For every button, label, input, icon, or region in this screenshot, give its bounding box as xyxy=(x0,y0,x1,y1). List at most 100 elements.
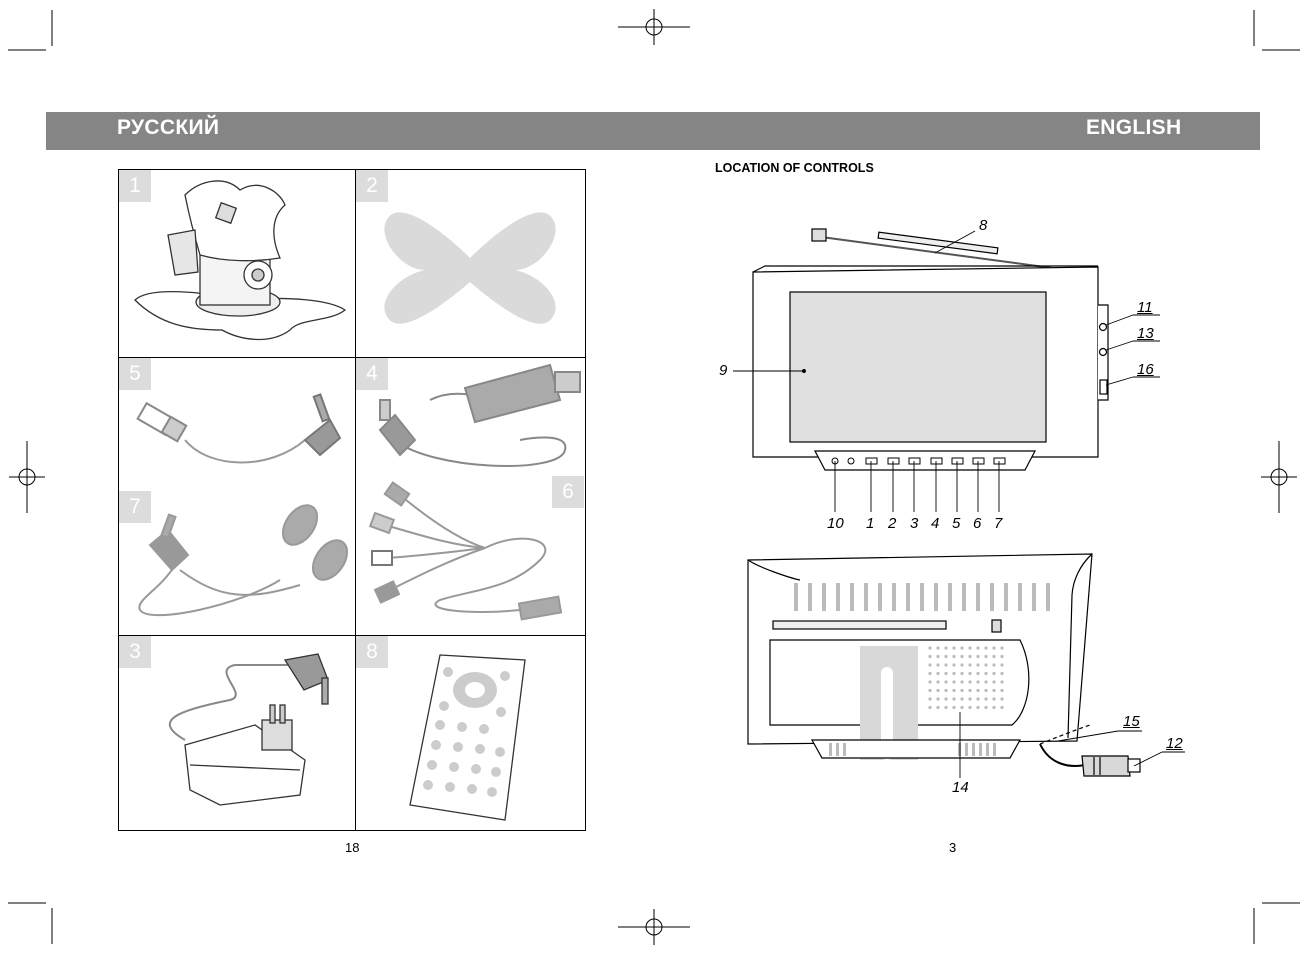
speaker-grille-dot xyxy=(936,705,940,710)
speaker-grille-dot xyxy=(944,646,948,650)
car-adapter-icon xyxy=(378,363,581,467)
accessory-grid xyxy=(118,169,586,831)
speaker-grille-dot xyxy=(928,654,932,659)
speaker-grille-dot xyxy=(960,654,964,659)
speaker-grille-dot xyxy=(1000,680,1004,684)
speaker-grille-dot xyxy=(968,654,972,659)
cell-number-remote-control: 8 xyxy=(356,636,388,668)
speaker-grille-dot xyxy=(984,654,988,659)
speaker-grille-dot xyxy=(944,680,948,684)
speaker-grille-dot xyxy=(944,663,948,667)
cell-number-car-adapter: 4 xyxy=(356,358,388,390)
speaker-grille-dot xyxy=(928,680,932,684)
speaker-grille-dot xyxy=(952,697,956,701)
speaker-grille-dot xyxy=(952,688,956,693)
speaker-grille-dot xyxy=(1000,654,1004,659)
callout-button-7: 7 xyxy=(994,515,1003,532)
speaker-grille-dot xyxy=(944,705,948,710)
speaker-grille-dot xyxy=(952,663,956,667)
speaker-grille-dot xyxy=(944,697,948,701)
speaker-grille-dot xyxy=(984,697,988,701)
remote-control-icon xyxy=(409,654,526,821)
speaker-grille-dot xyxy=(976,697,980,701)
speaker-grille-dot xyxy=(944,671,948,676)
speaker-grille-dot xyxy=(944,654,948,659)
speaker-grille-dot xyxy=(928,671,932,676)
speaker-grille-dot xyxy=(960,671,964,676)
speaker-grille-dot xyxy=(992,705,996,710)
speaker-grille-dot xyxy=(1000,671,1004,676)
speaker-grille-dot xyxy=(952,680,956,684)
speaker-grille-dot xyxy=(952,705,956,710)
adhesive-pad-icon xyxy=(384,212,556,324)
speaker-grille-dot xyxy=(960,705,964,710)
right-page-number: 3 xyxy=(949,840,957,855)
speaker-grille-dot xyxy=(1000,663,1004,667)
callout-button-6: 6 xyxy=(973,515,982,532)
callout-screen: 9 xyxy=(719,362,728,379)
speaker-grille-dot xyxy=(944,688,948,693)
speaker-grille-dot xyxy=(984,671,988,676)
rear-vents xyxy=(794,583,1050,756)
callout-button-1: 1 xyxy=(866,515,875,532)
speaker-grille-dot xyxy=(936,697,940,701)
speaker-grille-dot xyxy=(968,688,972,693)
speaker-grille-dot xyxy=(936,688,940,693)
callout-button-4: 4 xyxy=(931,515,940,532)
speaker-grille-dot xyxy=(984,663,988,667)
language-header-bar xyxy=(46,112,1260,150)
speaker-grille-dot xyxy=(976,705,980,710)
front-leader-lines xyxy=(733,230,1160,512)
ac-adapter-icon xyxy=(169,653,329,806)
speaker-grille-dot xyxy=(992,654,996,659)
speaker-grille-dot xyxy=(952,671,956,676)
speaker-grille-dot xyxy=(992,663,996,667)
speaker-grille-dot xyxy=(984,688,988,693)
earphones-icon xyxy=(138,504,349,617)
speaker-grille-dot xyxy=(976,688,980,693)
speaker-grille-dot xyxy=(968,705,972,710)
callout-speaker: 14 xyxy=(952,779,969,796)
speaker-grille-dot xyxy=(928,663,932,667)
speaker-grille-dot xyxy=(928,688,932,693)
callout-side-top: 11 xyxy=(1137,299,1153,316)
callout-cable: 15 xyxy=(1123,713,1140,730)
cell-number-ac-adapter: 3 xyxy=(119,636,151,668)
speaker-grille-dot xyxy=(976,646,980,650)
callout-side-bottom: 16 xyxy=(1137,361,1154,378)
speaker-grille-dot xyxy=(928,697,932,701)
speaker-grille-dot xyxy=(992,697,996,701)
rca-cable-icon xyxy=(368,481,563,621)
callout-plug: 12 xyxy=(1166,735,1183,752)
speaker-grille-dot xyxy=(976,663,980,667)
av-cable-icon xyxy=(136,393,342,464)
russian-language-label: РУССКИЙ xyxy=(117,116,220,139)
speaker-grille-dot xyxy=(1000,646,1004,650)
speaker-grille-dot xyxy=(1000,697,1004,701)
speaker-grille-dot xyxy=(960,663,964,667)
rear-leader-lines xyxy=(959,712,1185,778)
callout-button-2: 2 xyxy=(888,515,897,532)
speaker-grille-dot xyxy=(928,646,932,650)
speaker-grille-dot xyxy=(968,680,972,684)
callout-button-3: 3 xyxy=(910,515,919,532)
speaker-grille-dot xyxy=(960,688,964,693)
callout-button-5: 5 xyxy=(952,515,961,532)
cell-number-adhesive-pad: 2 xyxy=(356,170,388,202)
speaker-grille-dot xyxy=(960,697,964,701)
cell-number-av-cable: 5 xyxy=(119,358,151,390)
speaker-grille-dot xyxy=(952,646,956,650)
speaker-grille-dot xyxy=(952,654,956,659)
speaker-grille-dot xyxy=(992,671,996,676)
speaker-grille-dot xyxy=(984,680,988,684)
speaker-grille-dot xyxy=(976,671,980,676)
crop-marks xyxy=(8,10,1300,944)
callout-side-mid: 13 xyxy=(1137,325,1154,342)
speaker-grille-dot xyxy=(992,688,996,693)
speaker-grille-dot xyxy=(936,671,940,676)
speaker-grille xyxy=(928,646,1004,710)
speaker-grille-dot xyxy=(984,646,988,650)
speaker-grille-dot xyxy=(976,680,980,684)
english-language-label: ENGLISH xyxy=(1086,116,1182,139)
